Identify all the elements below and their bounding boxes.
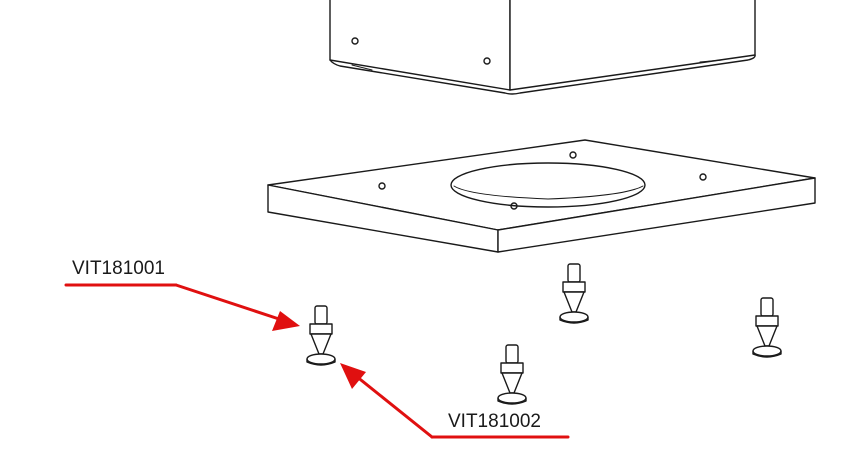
spike-foot: [497, 344, 527, 405]
cabinet-body: [329, 0, 756, 95]
spike-foot: [559, 263, 589, 324]
plate-hole: [378, 182, 386, 190]
plate-hole: [510, 202, 518, 210]
callout-leader-b: [354, 374, 434, 439]
base-plate: [267, 139, 816, 253]
callout-arrowhead-a: [272, 311, 300, 331]
plate-hole: [569, 151, 577, 159]
spike-foot: [752, 297, 782, 358]
screw-hole: [483, 57, 491, 65]
callout-leader-a: [174, 283, 284, 322]
part-label-vit181001: VIT181001: [72, 258, 165, 279]
screw-hole: [351, 37, 359, 45]
callout-arrowhead-b: [340, 363, 366, 389]
part-label-vit181002: VIT181002: [448, 411, 541, 432]
plate-hole: [699, 173, 707, 181]
center-opening: [450, 162, 646, 208]
spike-foot: [306, 305, 336, 366]
